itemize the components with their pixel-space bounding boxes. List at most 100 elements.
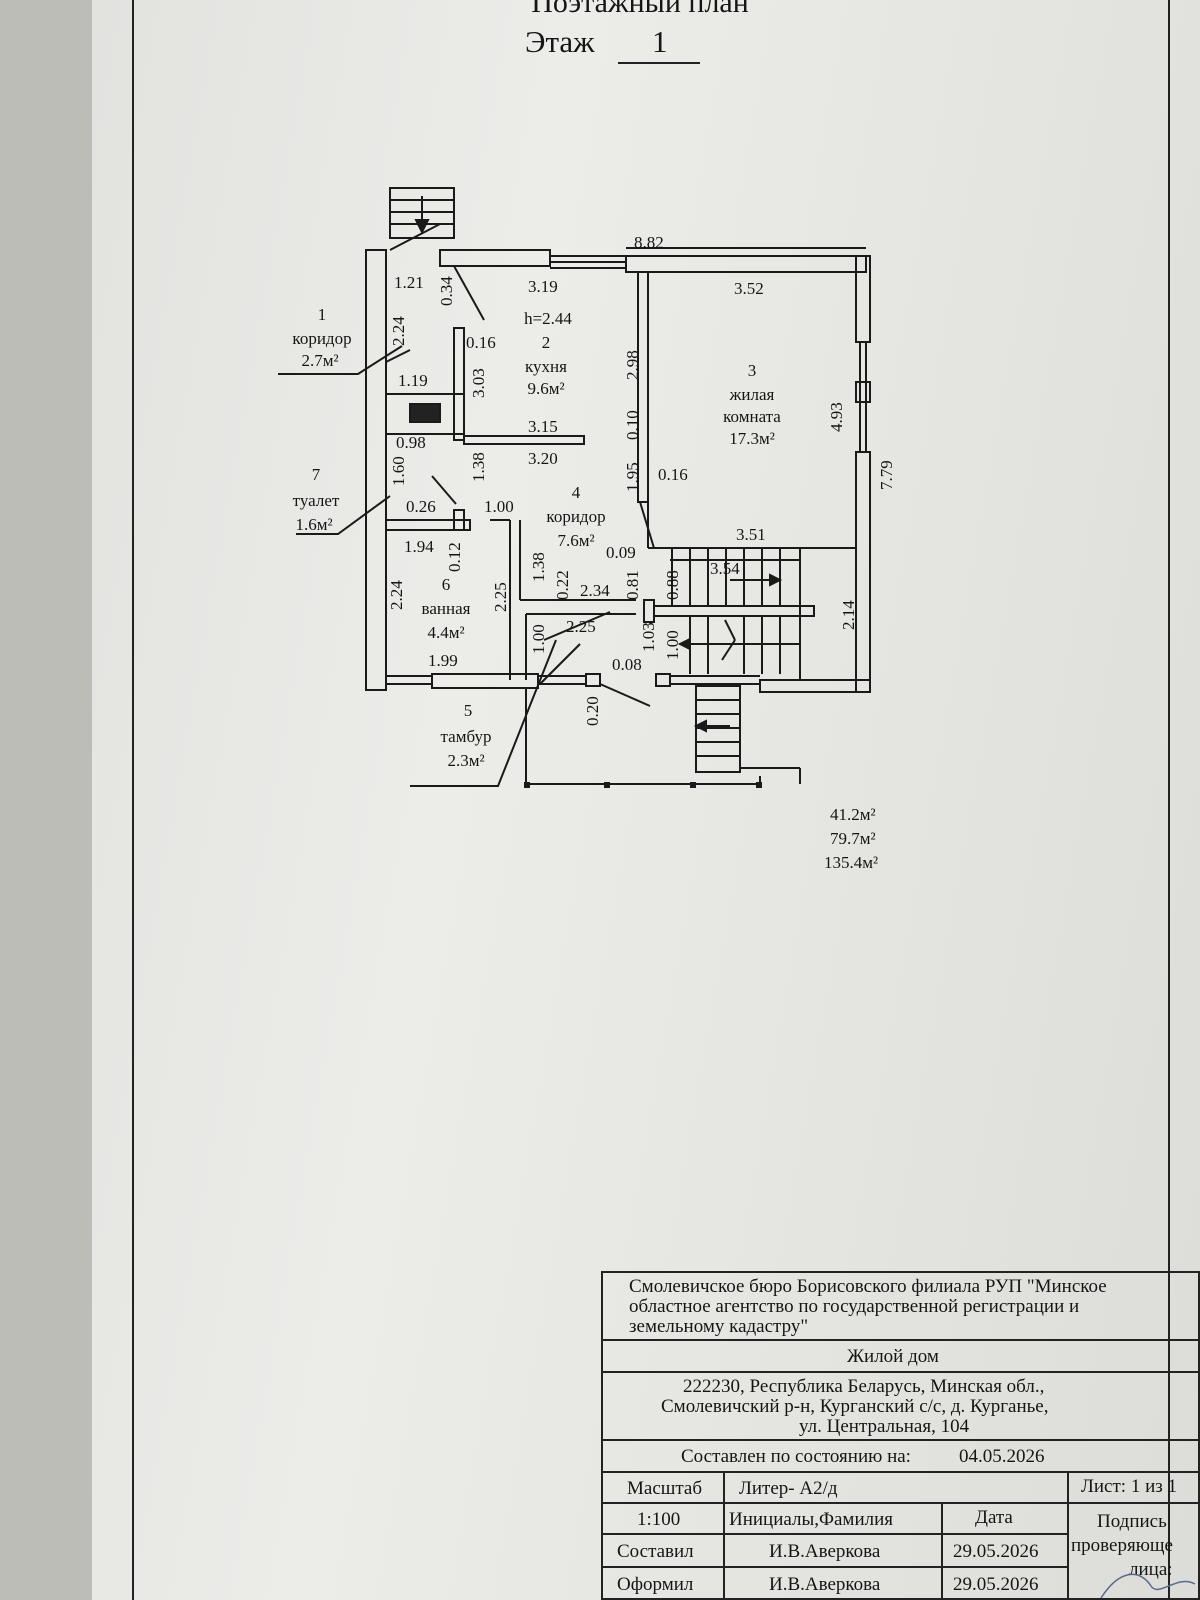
row2-role-cell: Оформил [601, 1566, 725, 1600]
floor-label: Этаж [525, 24, 595, 59]
row2-name-cell: И.В.Аверкова [723, 1566, 943, 1600]
dim-1-94: 1.94 [404, 537, 434, 556]
object-name: Жилой дом [847, 1346, 939, 1367]
col-date-cell: Дата [941, 1502, 1069, 1535]
row1-name: И.В.Аверкова [769, 1541, 881, 1562]
dim-3-54: 3.54 [710, 559, 740, 578]
signature-label-2: проверяюще [1071, 1535, 1173, 1556]
liter-cell: Литер- А2/д [723, 1471, 1069, 1504]
dim-3-19: 3.19 [528, 277, 558, 296]
signature-label-3: лица: [1129, 1559, 1173, 1580]
state-label: Составлен по состоянию на: [681, 1446, 911, 1467]
object-cell: Жилой дом [601, 1339, 1200, 1373]
room-4-name: коридор [546, 507, 606, 526]
north-wall-room [625, 255, 867, 273]
signature-scribble-icon [1100, 1573, 1196, 1598]
signature-cell: Подпись проверяюще лица: [1067, 1502, 1200, 1600]
total-area-3: 135.4м² [824, 853, 879, 872]
dim-0-08: 0.08 [612, 655, 642, 674]
dim-2-25b: 2.25 [566, 617, 596, 636]
title-block: Смолевичское бюро Борисовского филиала Р… [601, 1271, 1200, 1600]
dim-1-00a: 1.00 [484, 497, 514, 516]
row1-role-cell: Составил [601, 1533, 725, 1568]
dim-0-98: 0.98 [396, 433, 426, 452]
drawing-frame [132, 0, 1170, 1600]
dim-0-81: 0.81 [623, 570, 642, 600]
room-4-area: 7.6м² [557, 531, 595, 550]
dim-1-00c: 1.00 [529, 624, 548, 654]
dim-1-38b: 1.38 [529, 552, 548, 582]
dim-8-82: 8.82 [634, 233, 664, 252]
dim-0-16b: 0.16 [658, 465, 688, 484]
dim-0-20: 0.20 [583, 696, 602, 726]
dim-1-38a: 1.38 [469, 452, 488, 482]
dim-3-51: 3.51 [736, 525, 766, 544]
dim-0-22: 0.22 [553, 570, 572, 600]
floor-underline [618, 62, 700, 64]
room-7-number: 7 [311, 465, 321, 484]
signature-label-1: Подпись [1097, 1511, 1167, 1532]
partition-room-kitchen [637, 271, 649, 503]
dim-0-09: 0.09 [606, 543, 636, 562]
col-date-header: Дата [975, 1507, 1013, 1528]
east-wall-upper [855, 255, 871, 343]
north-wall-kitchen [439, 249, 551, 267]
room-2-number: 2 [541, 333, 551, 352]
room-2-name: кухня [525, 357, 567, 376]
room-3-name-1: жилая [729, 385, 775, 404]
room-5-name: тамбур [440, 727, 492, 746]
page-title-partial: Поэтажный план [531, 0, 749, 19]
floor-number: 1 [652, 24, 668, 59]
sheet-number: Лист: 1 из 1 [1081, 1476, 1177, 1497]
scale-label-cell: Масштаб [601, 1471, 725, 1504]
room-6-number: 6 [441, 575, 451, 594]
room-6-name: ванная [421, 599, 471, 618]
address-line-2: Смолевичский р-н, Курганский с/с, д. Кур… [661, 1396, 1049, 1417]
dim-1-95: 1.95 [623, 462, 642, 492]
room-5-number: 5 [463, 701, 473, 720]
scale-label: Масштаб [627, 1478, 703, 1499]
dim-0-16a: 0.16 [466, 333, 496, 352]
dim-0-26: 0.26 [406, 497, 436, 516]
org-cell: Смолевичское бюро Борисовского филиала Р… [601, 1271, 1200, 1341]
dim-3-52: 3.52 [734, 279, 764, 298]
total-area-2: 79.7м² [830, 829, 876, 848]
east-wall-lower [855, 451, 871, 693]
dim-2-34: 2.34 [580, 581, 610, 600]
room-2-height: h=2.44 [524, 309, 572, 328]
scale-value: 1:100 [637, 1509, 681, 1530]
dim-2-25a: 2.25 [491, 582, 510, 612]
dim-2-14: 2.14 [839, 600, 858, 630]
room-4-number: 4 [571, 483, 581, 502]
dim-0-12: 0.12 [445, 542, 464, 572]
dim-0-10: 0.10 [623, 410, 642, 440]
dim-4-93: 4.93 [827, 402, 846, 432]
room-7-name: туалет [292, 491, 340, 510]
dim-1-03: 1.03 [639, 622, 658, 652]
room-7-area: 1.6м² [295, 515, 333, 534]
document-sheet [92, 0, 1200, 1600]
org-line-1: Смолевичское бюро Борисовского филиала Р… [629, 1276, 1107, 1297]
row2-role: Оформил [617, 1574, 694, 1595]
state-date: 04.05.2026 [959, 1446, 1045, 1467]
room-5-area: 2.3м² [447, 751, 485, 770]
dim-0-88: 0.88 [663, 570, 682, 600]
org-line-2: областное агентство по государственной р… [629, 1296, 1080, 1317]
room-2-area: 9.6м² [527, 379, 565, 398]
south-wall-west [431, 673, 539, 689]
org-line-3: земельному кадастру" [629, 1316, 809, 1337]
row2-name: И.В.Аверкова [769, 1574, 881, 1595]
room-3-area: 17.3м² [729, 429, 775, 448]
address-cell: 222230, Республика Беларусь, Минская обл… [601, 1371, 1200, 1441]
dim-1-60: 1.60 [389, 456, 408, 486]
row1-date-cell: 29.05.2026 [941, 1533, 1069, 1568]
dim-0-34: 0.34 [437, 276, 456, 306]
row2-date: 29.05.2026 [953, 1574, 1039, 1595]
row1-role: Составил [617, 1541, 694, 1562]
room-6-area: 4.4м² [427, 623, 465, 642]
dim-1-99: 1.99 [428, 651, 458, 670]
row1-date: 29.05.2026 [953, 1541, 1039, 1562]
col-name-cell: Инициалы,Фамилия [723, 1502, 943, 1535]
dim-7-79: 7.79 [877, 460, 896, 490]
